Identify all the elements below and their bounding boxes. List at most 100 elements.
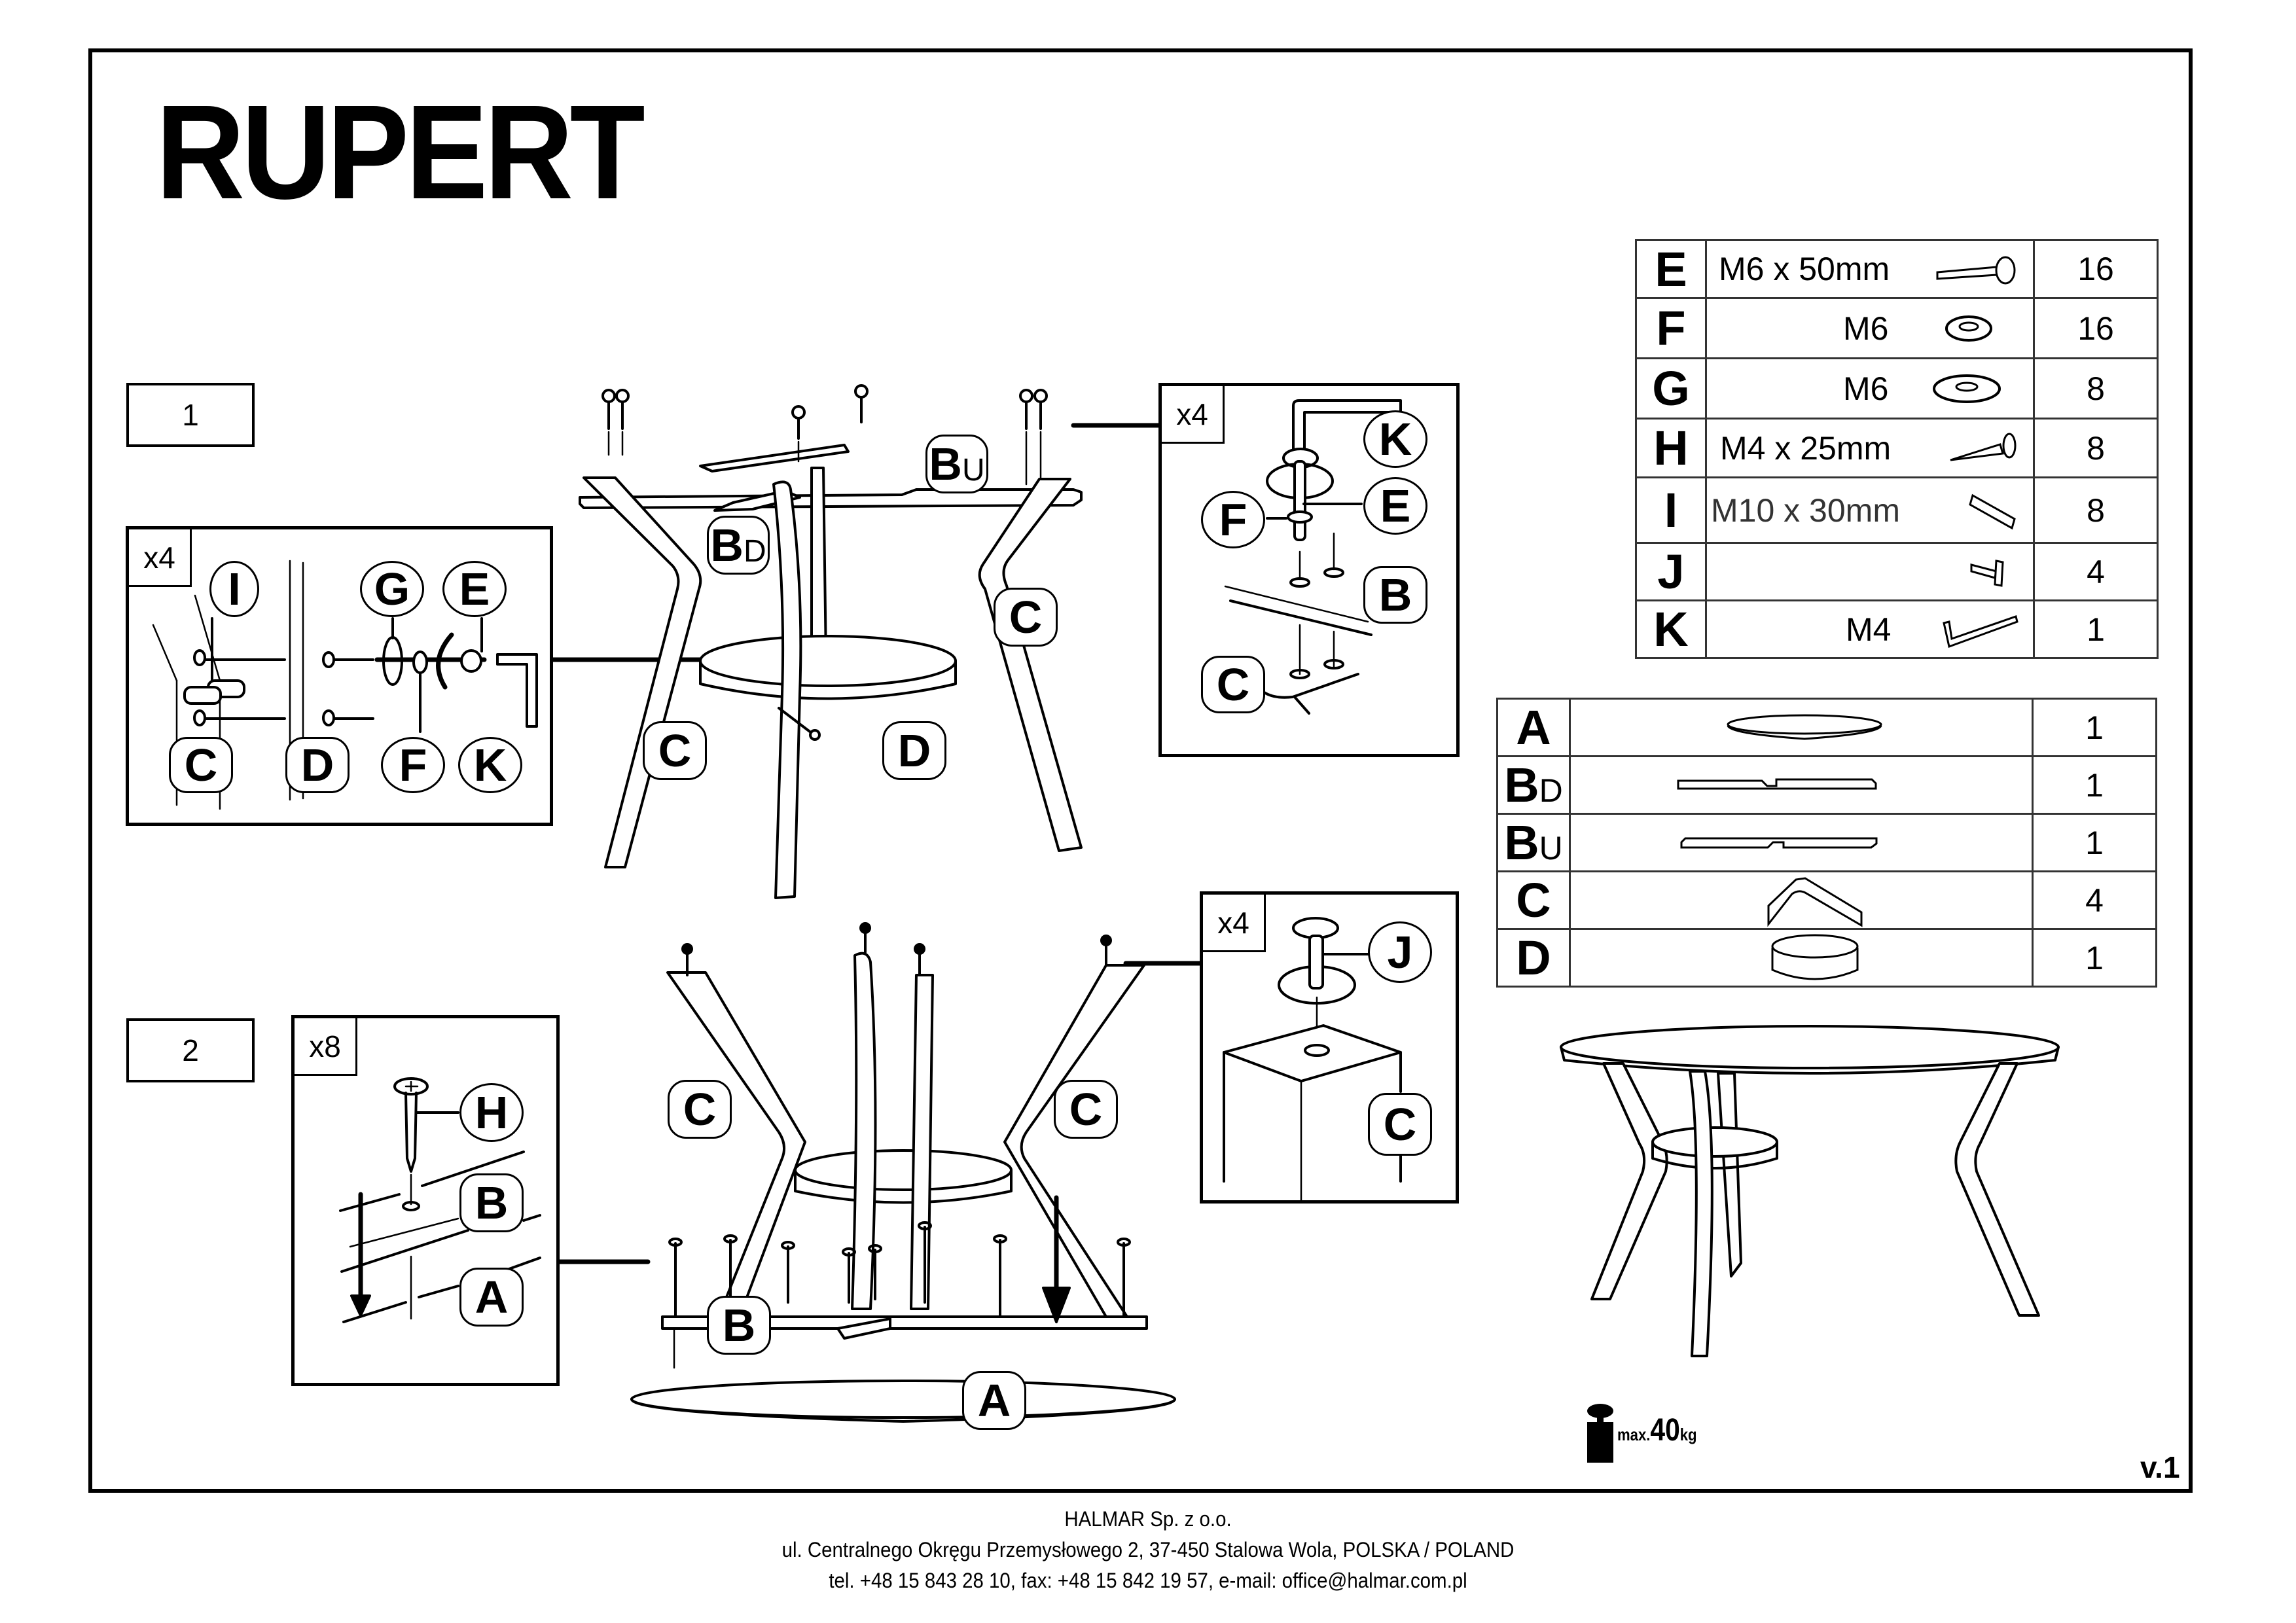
multiplier-label: x8	[295, 1018, 357, 1076]
callout-i: I	[209, 561, 259, 617]
hardware-table: E M6 x 50mm 16 F M6 16 G M6 8 H	[1635, 239, 2159, 659]
part-qty: 8	[2033, 418, 2159, 478]
callout-e: E	[442, 561, 507, 617]
part-qty: 1	[2032, 698, 2157, 757]
spring-washer-icon	[1945, 315, 1992, 342]
barrel-nut-icon	[1969, 493, 2016, 529]
callout-d: D	[882, 721, 946, 780]
part-spec: M6	[1705, 357, 2035, 419]
parts-table: A 1 BD 1 BU 1 C 4 D	[1496, 698, 2157, 988]
step-1-number: 1	[126, 383, 255, 447]
part-letter-main: B	[1504, 758, 1539, 812]
part-letter: J	[1635, 542, 1707, 601]
part-letter-main: C	[1516, 873, 1551, 927]
part-qty: 8	[2033, 476, 2159, 544]
part-qty: 4	[2033, 542, 2159, 601]
hardware-row: E M6 x 50mm 16	[1635, 239, 2159, 299]
leg-icon	[1767, 876, 1863, 927]
part-icon-cell	[1569, 928, 2034, 988]
callout-sub-letter: U	[961, 452, 985, 488]
flat-washer-icon	[1933, 374, 2001, 403]
upper-crossbar-icon	[1680, 837, 1878, 848]
callout-j: J	[1368, 921, 1432, 983]
callout-k: K	[1363, 410, 1427, 468]
part-spec: M4	[1705, 599, 2035, 659]
footer-company: HALMAR Sp. z o.o.	[1064, 1507, 1232, 1531]
hardware-row: G M6 8	[1635, 357, 2159, 419]
table-top-icon	[1727, 714, 1882, 740]
part-letter: C	[1496, 870, 1571, 930]
hardware-row: I M10 x 30mm 8	[1635, 476, 2159, 544]
callout-b: B	[459, 1173, 524, 1232]
wood-screw-icon	[1950, 433, 2017, 461]
spec-text: M6	[1843, 370, 1889, 407]
page-frame	[88, 48, 2193, 1493]
bolt-icon	[1936, 256, 2016, 285]
shelf-ring-icon	[1771, 934, 1859, 980]
part-letter-sub: U	[1539, 830, 1563, 866]
part-letter: K	[1635, 599, 1707, 659]
hardware-row: H M4 x 25mm 8	[1635, 418, 2159, 478]
part-letter: F	[1635, 297, 1707, 359]
multiplier-label: x4	[1203, 895, 1266, 952]
part-qty: 8	[2033, 357, 2159, 419]
footer-contact: tel. +48 15 843 28 10, fax: +48 15 842 1…	[829, 1569, 1467, 1592]
part-letter: I	[1635, 476, 1707, 544]
part-icon-cell	[1569, 755, 2034, 815]
max-load-text: max.40kg	[1617, 1412, 1697, 1448]
callout-main-letter: B	[710, 520, 744, 571]
callout-b: B	[1363, 566, 1427, 624]
part-qty: 1	[2032, 813, 2157, 872]
callout-c: C	[1201, 656, 1265, 713]
part-letter: BD	[1496, 755, 1571, 815]
part-qty: 1	[2033, 599, 2159, 659]
callout-c: C	[994, 588, 1058, 647]
part-icon-cell	[1569, 870, 2034, 930]
part-letter-main: A	[1516, 700, 1551, 755]
callout-e: E	[1363, 477, 1427, 535]
callout-a: A	[962, 1371, 1026, 1430]
lower-crossbar-icon	[1677, 778, 1877, 789]
part-qty: 1	[2032, 755, 2157, 815]
max-load-indicator: max.40kg	[1587, 1404, 1711, 1463]
spec-text: M10 x 30mm	[1711, 491, 1900, 529]
callout-c: C	[1368, 1093, 1432, 1156]
part-qty: 16	[2033, 297, 2159, 359]
callout-sub-letter: D	[743, 533, 766, 569]
part-icon-cell	[1569, 698, 2034, 757]
part-qty: 1	[2032, 928, 2157, 988]
part-spec: M6	[1705, 297, 2035, 359]
spec-text: M6	[1843, 310, 1889, 347]
max-load-unit: kg	[1679, 1425, 1697, 1444]
version-label: v.1	[2140, 1450, 2180, 1484]
part-letter: H	[1635, 418, 1707, 478]
part-letter: G	[1635, 357, 1707, 419]
spec-text: M4	[1846, 611, 1892, 648]
part-spec: M4 x 25mm	[1705, 418, 2035, 478]
part-letter-sub: D	[1539, 772, 1563, 809]
callout-a: A	[459, 1268, 524, 1327]
part-letter: D	[1496, 928, 1571, 988]
callout-c: C	[1054, 1080, 1118, 1139]
hardware-row: J 4	[1635, 542, 2159, 601]
part-letter: BU	[1496, 813, 1571, 872]
parts-row: BD 1	[1496, 755, 2157, 815]
footer: HALMAR Sp. z o.o. ul. Centralnego Okręgu…	[92, 1504, 2204, 1596]
callout-f: F	[1201, 491, 1265, 548]
multiplier-label: x4	[1162, 386, 1225, 444]
callout-g: G	[360, 561, 424, 617]
footer-address: ul. Centralnego Okręgu Przemysłowego 2, …	[781, 1538, 1515, 1561]
callout-c: C	[668, 1080, 732, 1139]
part-letter: A	[1496, 698, 1571, 757]
callout-h: H	[459, 1083, 524, 1142]
callout-d: D	[285, 737, 350, 793]
part-spec: M10 x 30mm	[1705, 476, 2035, 544]
hardware-row: F M6 16	[1635, 297, 2159, 359]
glide-screw-icon	[1970, 559, 2004, 587]
hardware-row: K M4 1	[1635, 599, 2159, 659]
multiplier-label: x4	[129, 529, 192, 587]
part-letter-main: D	[1516, 931, 1551, 985]
callout-k: K	[458, 737, 522, 793]
